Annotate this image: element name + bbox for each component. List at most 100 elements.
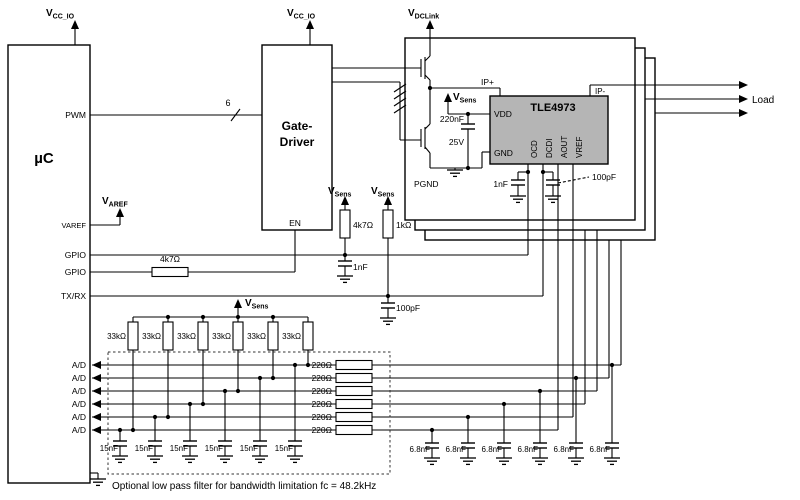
r-ocd-label: 4k7Ω [353, 220, 373, 230]
r-series-label-3: 220Ω [311, 386, 332, 396]
sensor-pin-ip-minus: IP- [595, 87, 606, 96]
output-caps: 6.8nF 6.8nF 6.8nF 6.8nF 6.8nF 6.8nF [410, 362, 621, 466]
junction-dot [235, 314, 241, 320]
ocd-network: VSens 4k7Ω 1nF [90, 164, 529, 284]
junction-dot [537, 388, 543, 394]
c-output-label-3: 6.8nF [482, 445, 503, 454]
c-txrx-label: 100pF [396, 303, 420, 313]
mcu-label: µC [34, 150, 54, 167]
gate-driver-pin-en: EN [289, 218, 301, 228]
junction-dot [501, 401, 507, 407]
r-pullup-label-2: 33kΩ [142, 332, 161, 341]
lowpass-caps: 15nF 15nF 15nF 15nF 15nF 15nF Optional l… [100, 351, 391, 492]
resistor-symbol [339, 209, 351, 239]
sensor-chip: TLE4973 VDD GND OCD DCDI AOUT VREF IP+ I… [481, 77, 609, 165]
c-lowpass-label-6: 15nF [275, 444, 293, 453]
pwm-bus: 6 [90, 98, 262, 122]
junction-dot [342, 252, 348, 258]
c-lowpass-label-1: 15nF [100, 444, 118, 453]
mcu-pin-adc-4: A/D [72, 399, 86, 409]
vdclink-flag: VDCLink [408, 8, 439, 56]
mcu-pin-adc-2: A/D [72, 373, 86, 383]
junction-dot [573, 375, 579, 381]
junction-dot [270, 375, 276, 381]
mcu-pin-adc-6: A/D [72, 425, 86, 435]
resistor-symbol [162, 321, 174, 351]
pgnd-label: PGND [414, 179, 439, 189]
r-series-label-5: 220Ω [311, 412, 332, 422]
gate-driver-block: Gate- Driver EN [261, 44, 333, 231]
sensor-pin-ocd: OCD [530, 140, 539, 158]
sensor-pin-vdd: VDD [494, 109, 512, 119]
r-pullup-label-5: 33kΩ [247, 332, 266, 341]
junction-dot [385, 293, 391, 299]
mcu-pin-adc-1: A/D [72, 360, 86, 370]
sensor-supply-network: VSens 220nF 25V [440, 92, 490, 171]
r-pullup-label-6: 33kΩ [282, 332, 301, 341]
junction-dot [465, 165, 471, 171]
r-pullup-label-1: 33kΩ [107, 332, 126, 341]
en-network: 4k7Ω [90, 230, 296, 278]
sensor-pin-vref: VREF [575, 137, 584, 158]
txrx-network: VSens 1kΩ 100pF [90, 164, 544, 326]
vsens-bridge-label: VSens [453, 92, 477, 105]
junction-dot [465, 111, 471, 117]
gate-driver-box [261, 44, 333, 231]
load-label: Load [752, 95, 774, 106]
igbt-low-side [420, 123, 431, 154]
vsens-filter-label: VSens [245, 298, 269, 311]
r-series-label-1: 220Ω [311, 360, 332, 370]
pwm-bus-width-label: 6 [225, 98, 230, 108]
c-output-label-2: 6.8nF [446, 445, 467, 454]
junction-dot [465, 414, 471, 420]
junction-dot [117, 427, 123, 433]
varef-label: VAREF [102, 196, 128, 209]
vcc-io-driver-flag: VCC_IO [287, 8, 316, 45]
mcu-pin-pwm: PWM [65, 110, 86, 120]
resistor-symbol [335, 359, 373, 371]
r-pullup-label-4: 33kΩ [212, 332, 231, 341]
c-output-label-4: 6.8nF [518, 445, 539, 454]
junction-dot [130, 427, 136, 433]
gate-wires [332, 67, 421, 141]
resistor-symbol [151, 266, 189, 278]
c-output-label-6: 6.8nF [590, 445, 611, 454]
c-ocd-label: 1nF [353, 262, 368, 272]
c-lowpass-label-5: 15nF [240, 444, 258, 453]
load-current-path: Load [427, 81, 774, 117]
vsens-txrx-label: VSens [371, 186, 395, 199]
junction-dot [152, 414, 158, 420]
r-series-label-6: 220Ω [311, 425, 332, 435]
sensor-pin-dcdi: DCDI [545, 138, 554, 158]
resistor-symbol [127, 321, 139, 351]
c-vdd-rating-label: 25V [449, 137, 464, 147]
junction-dot [222, 388, 228, 394]
mcu-pin-adc-5: A/D [72, 412, 86, 422]
mcu-ground-wire [90, 472, 99, 479]
junction-dot [200, 401, 206, 407]
sensor-pin-gnd: GND [494, 148, 513, 158]
mcu-block: µC PWM VAREF GPIO GPIO TX/RX A/D A/D A/D… [7, 44, 107, 487]
r-pullup-label-3: 33kΩ [177, 332, 196, 341]
mcu-box [7, 44, 91, 484]
r-series-label-4: 220Ω [311, 399, 332, 409]
junction-dot [609, 362, 615, 368]
vcc-io-mcu-label: VCC_IO [46, 8, 75, 21]
c-output-label-1: 6.8nF [410, 445, 431, 454]
junction-dot [200, 314, 206, 320]
resistor-symbol [232, 321, 244, 351]
resistor-symbol [267, 321, 279, 351]
sensor-part-label: TLE4973 [530, 102, 575, 114]
junction-dot [429, 427, 435, 433]
c-vdd-value-label: 220nF [440, 114, 464, 124]
pullup-rail: VSens 33kΩ 33kΩ 33kΩ 33kΩ 33kΩ 33kΩ [107, 298, 314, 433]
sensor-output-drops [557, 164, 622, 430]
vdclink-label: VDCLink [408, 8, 439, 21]
c-gnd-label: 1nF [493, 179, 508, 189]
c-digital-label: 100pF [592, 172, 616, 182]
igbt-high-side [420, 55, 431, 81]
mcu-pin-txrx: TX/RX [61, 291, 86, 301]
sensor-pin-ip-plus: IP+ [481, 77, 494, 87]
junction-dot [305, 362, 311, 368]
